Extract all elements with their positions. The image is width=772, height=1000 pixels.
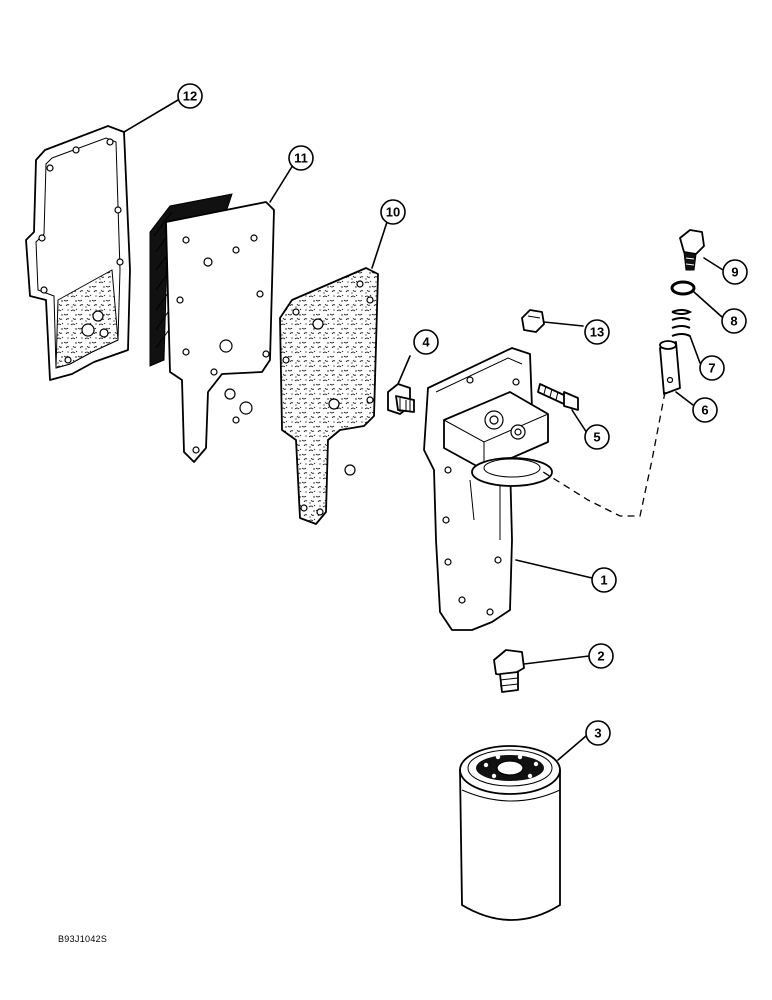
figure-code-label: B93J1042S (58, 934, 108, 944)
filter-head-part-1 (423, 347, 553, 631)
callout-label: 8 (730, 314, 737, 329)
bolt-part-5 (537, 383, 579, 411)
callout-3: 3 (585, 720, 611, 746)
callout-12: 12 (177, 83, 203, 109)
callout-label: 6 (701, 403, 708, 418)
callout-label: 3 (594, 726, 601, 741)
gasket-part-10 (279, 267, 379, 525)
callout-8: 8 (721, 308, 747, 334)
fitting-part-4 (387, 383, 415, 415)
callout-13: 13 (584, 319, 610, 345)
callout-label: 10 (386, 205, 400, 220)
callout-label: 7 (708, 361, 715, 376)
adapter-part-2 (493, 649, 525, 693)
gasket-part-12 (25, 125, 131, 381)
callout-label: 9 (731, 265, 738, 280)
plug-part-13 (521, 309, 545, 333)
oil-cooler-part-11 (149, 193, 275, 463)
callout-6: 6 (692, 397, 718, 423)
callout-1: 1 (591, 567, 617, 593)
callout-label: 4 (422, 335, 430, 350)
callout-11: 11 (288, 145, 314, 171)
callout-label: 1 (600, 573, 607, 588)
callout-7: 7 (699, 355, 725, 381)
plug-part-9 (679, 229, 705, 271)
callout-5: 5 (584, 424, 610, 450)
washer-part-8 (670, 280, 696, 296)
callout-label: 2 (597, 649, 604, 664)
callout-4: 4 (413, 329, 439, 355)
callout-2: 2 (588, 643, 614, 669)
callout-9: 9 (722, 259, 748, 285)
leader-lines (123, 99, 724, 761)
callout-label: 12 (183, 89, 197, 104)
oil-filter-part-3 (459, 745, 561, 921)
assembly-line (539, 391, 666, 517)
spring-part-7 (671, 309, 693, 337)
valve-part-6 (659, 340, 681, 395)
callout-label: 13 (590, 325, 604, 340)
callout-10: 10 (380, 199, 406, 225)
callout-label: 5 (593, 430, 600, 445)
callout-label: 11 (294, 151, 308, 166)
